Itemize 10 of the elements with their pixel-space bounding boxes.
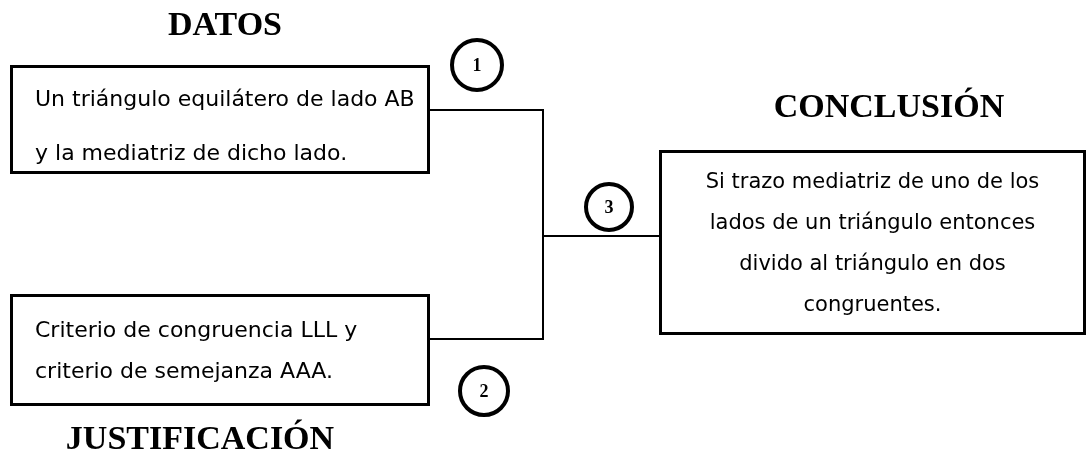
section-heading: DATOS [167, 4, 283, 44]
text-box: Criterio de congruencia LLL y criterio de semejanza AAA. [10, 294, 430, 406]
section-heading: CONCLUSIÓN [772, 86, 1006, 126]
callout-number: 2 [458, 365, 510, 417]
text-box: Un triángulo equilátero de lado AB y la mediatriz de dicho lado. [10, 65, 430, 174]
callout-number: 3 [584, 182, 634, 232]
callout-number: 1 [450, 38, 504, 92]
connector-line [429, 235, 660, 340]
text-box: Si trazo mediatriz de uno de los lados de un triángulo entonces divido al triángulo en dos congruentes. [659, 150, 1086, 335]
section-heading: JUSTIFICACIÓN [64, 418, 336, 458]
